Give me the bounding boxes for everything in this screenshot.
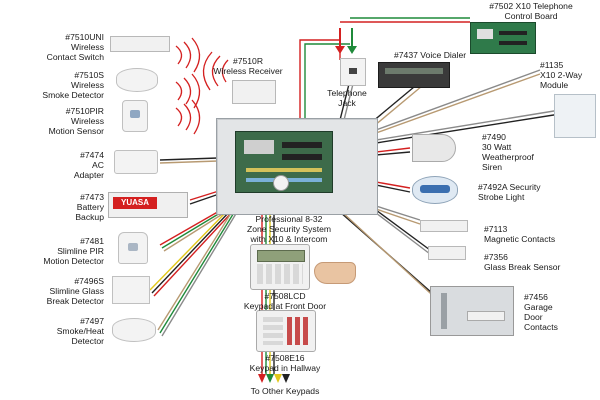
label-glass-detector: #7496S Slimline Glass Break Detector [46,276,104,306]
label-voice-dialer: #7437 Voice Dialer [394,50,467,60]
smoke-heat-device [112,318,156,342]
battery-device: YUASA [108,192,188,218]
label-garage: #7456 Garage Door Contacts [524,292,558,332]
arrows-bottom [258,374,290,383]
label-battery: #7473 Battery Backup [75,192,104,222]
siren-device [412,134,456,162]
pir-detector-device [118,232,148,264]
label-receiver: #7510R Wireless Receiver [213,56,283,76]
telephone-board-device [470,22,536,54]
radio-waves [175,37,229,135]
control-panel [216,118,378,215]
ac-adapter-device [114,150,158,174]
glass-sensor-device [428,246,466,260]
label-smoke-heat: #7497 Smoke/Heat Detector [56,316,104,346]
label-keypad-front: #7508LCD Keypad at Front Door [243,291,327,311]
arrows-top [335,17,470,54]
smoke-detector-device [116,68,158,92]
label-keypad-hallway: #7508E16 Keypad in Hallway [249,353,321,373]
label-ac-adapter: #7474 AC Adapter [73,150,104,180]
garage-contacts-device [430,286,514,336]
label-contact-switch: #7510UNI Wireless Contact Switch [46,32,104,62]
label-magnetic: #7113 Magnetic Contacts [484,224,556,244]
x10-module-device [554,94,596,138]
phone-jack-device [340,58,366,86]
label-strobe: #7492A Security Strobe Light [478,182,541,202]
battery-brand: YUASA [113,197,157,209]
label-glass-sensor: #7356 Glass Break Sensor [484,252,561,272]
magnetic-contacts-device [420,220,468,232]
label-motion-sensor: #7510PIR Wireless Motion Sensor [48,106,104,136]
wireless-receiver-device [232,80,276,104]
strobe-device [412,176,458,204]
glass-detector-device [112,276,150,304]
label-smoke-detector: #7510S Wireless Smoke Detector [42,70,104,100]
label-security-system: Professional 8-32 Zone Security System w… [246,214,332,244]
label-phone-jack: Telephone Jack [327,88,367,108]
hand-pressing-keypad [314,262,356,284]
label-telephone-board: #7502 X10 Telephone Control Board [489,1,573,21]
motion-sensor-device [122,100,148,132]
label-pir-detector: #7481 Slimline PIR Motion Detector [43,236,104,266]
label-siren: #7490 30 Watt Weatherproof Siren [482,132,534,172]
contact-switch-device [110,36,170,52]
keypad-front-device [250,244,310,290]
label-x10-module: #1135 X10 2-Way Module [540,60,583,90]
label-other-keypads: To Other Keypads [250,386,320,396]
keypad-hallway-device [256,310,316,352]
voice-dialer-device [378,62,450,88]
